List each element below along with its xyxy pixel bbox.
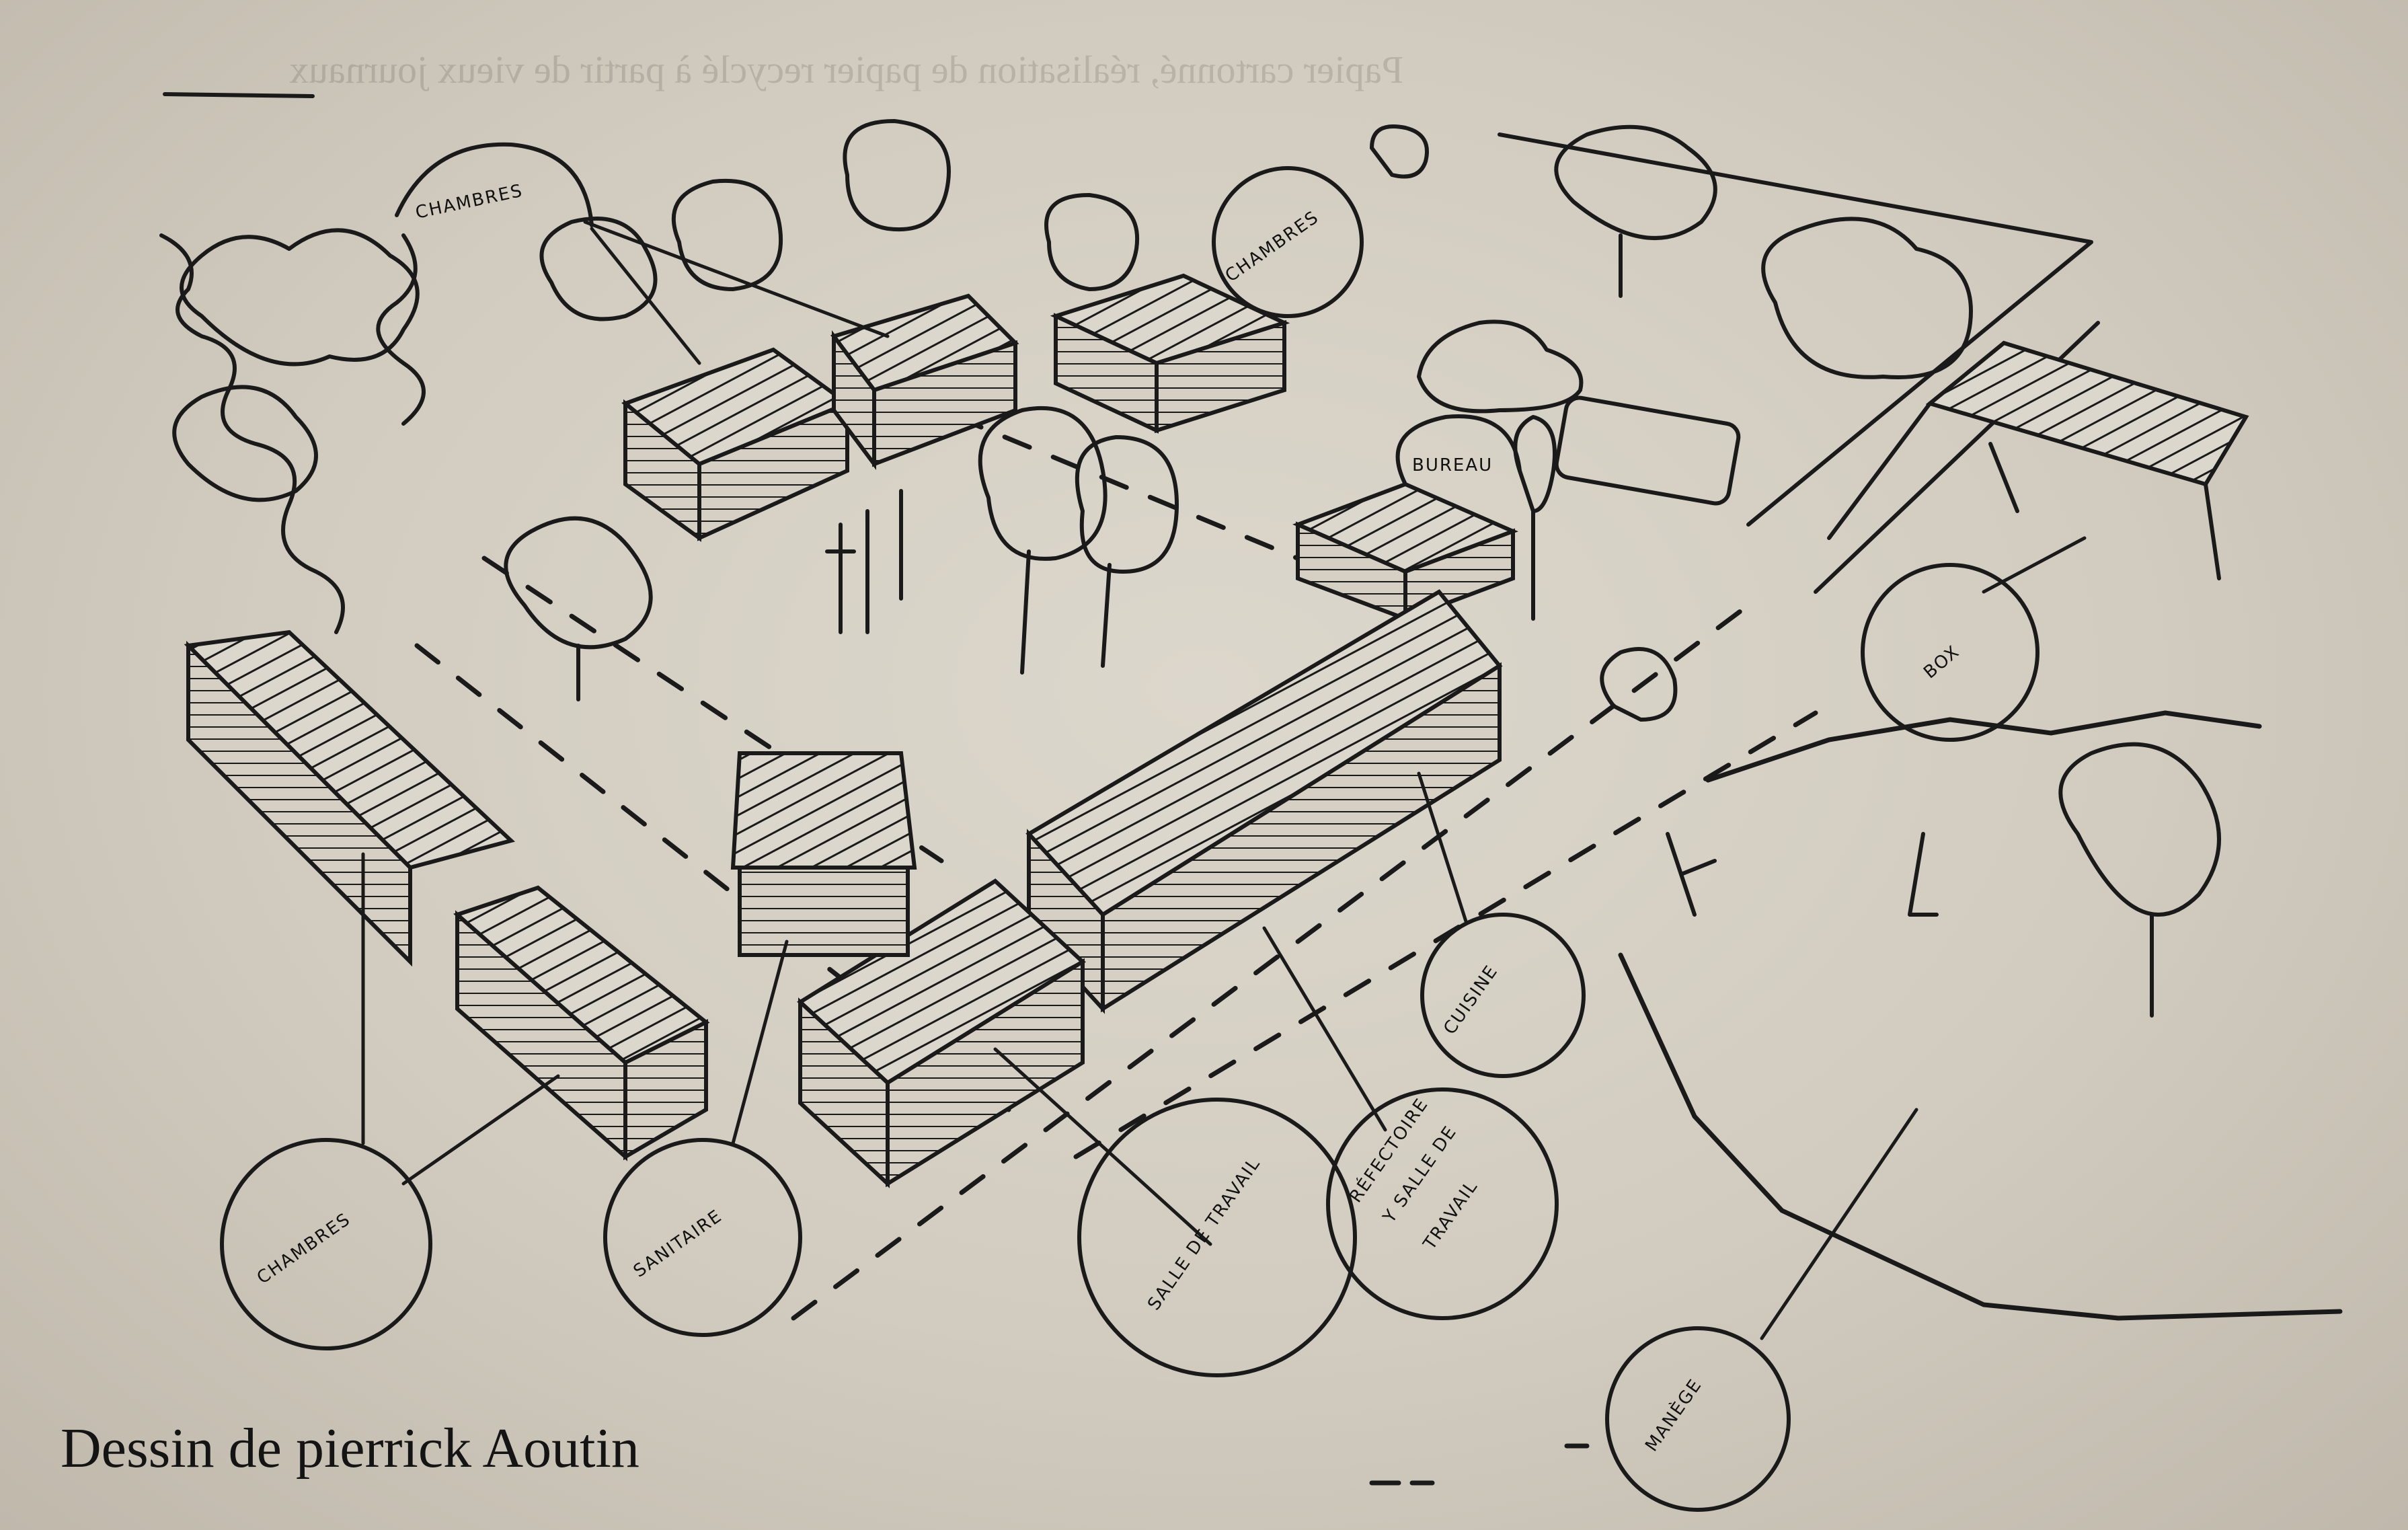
margin-rule bbox=[163, 92, 315, 98]
paddock-fence bbox=[1705, 710, 2262, 783]
svg-text:TRAVAIL: TRAVAIL bbox=[1420, 1176, 1482, 1254]
svg-text:CUISINE: CUISINE bbox=[1440, 961, 1502, 1038]
svg-text:CHAMBRES: CHAMBRES bbox=[414, 181, 525, 223]
label-chambres-top-right: CHAMBRES bbox=[1212, 166, 1364, 318]
bottom-dashes bbox=[1369, 1443, 1590, 1486]
manege-fence bbox=[1618, 952, 2343, 1321]
svg-text:SALLE DE TRAVAIL: SALLE DE TRAVAIL bbox=[1144, 1153, 1265, 1314]
building-sanitaire bbox=[730, 751, 917, 957]
figure-caption: Dessin de pierrick Aoutin bbox=[61, 1417, 639, 1480]
svg-text:CHAMBRES: CHAMBRES bbox=[1222, 207, 1323, 286]
svg-text:CHAMBRES: CHAMBRES bbox=[254, 1209, 355, 1289]
building-chambres-left-2 bbox=[453, 885, 710, 1161]
svg-text:BUREAU: BUREAU bbox=[1412, 455, 1493, 475]
label-chambres-top-left: CHAMBRES bbox=[395, 142, 890, 365]
woodland-edge bbox=[159, 233, 345, 634]
fence-top bbox=[1498, 132, 2093, 527]
woodland-edge-2 bbox=[376, 233, 426, 426]
svg-text:SANITAIRE: SANITAIRE bbox=[630, 1206, 726, 1282]
car bbox=[1417, 319, 1584, 414]
label-cuisine: CUISINE bbox=[1417, 771, 1586, 1078]
figures bbox=[825, 489, 1939, 917]
caravan bbox=[1554, 395, 1741, 506]
building-chambres-left bbox=[184, 629, 515, 967]
building-chambres-top-2 bbox=[830, 293, 1019, 470]
svg-text:MANÈGE: MANÈGE bbox=[1641, 1375, 1707, 1455]
building-bureau bbox=[1292, 482, 1518, 622]
label-refectoire: RÉFECTOIRE Y SALLE DE TRAVAIL bbox=[1262, 926, 1559, 1320]
building-chambres-top-3 bbox=[1050, 273, 1290, 434]
label-manege: MANÈGE bbox=[1605, 1108, 1918, 1512]
svg-text:BOX: BOX bbox=[1920, 642, 1964, 683]
building-box bbox=[1827, 340, 2249, 580]
label-box: BOX bbox=[1861, 536, 2087, 742]
trees bbox=[172, 119, 2221, 1018]
building-salle-de-travail bbox=[797, 878, 1086, 1188]
building-chambres-top-1 bbox=[621, 347, 852, 542]
label-bureau: BUREAU bbox=[1395, 414, 1522, 486]
